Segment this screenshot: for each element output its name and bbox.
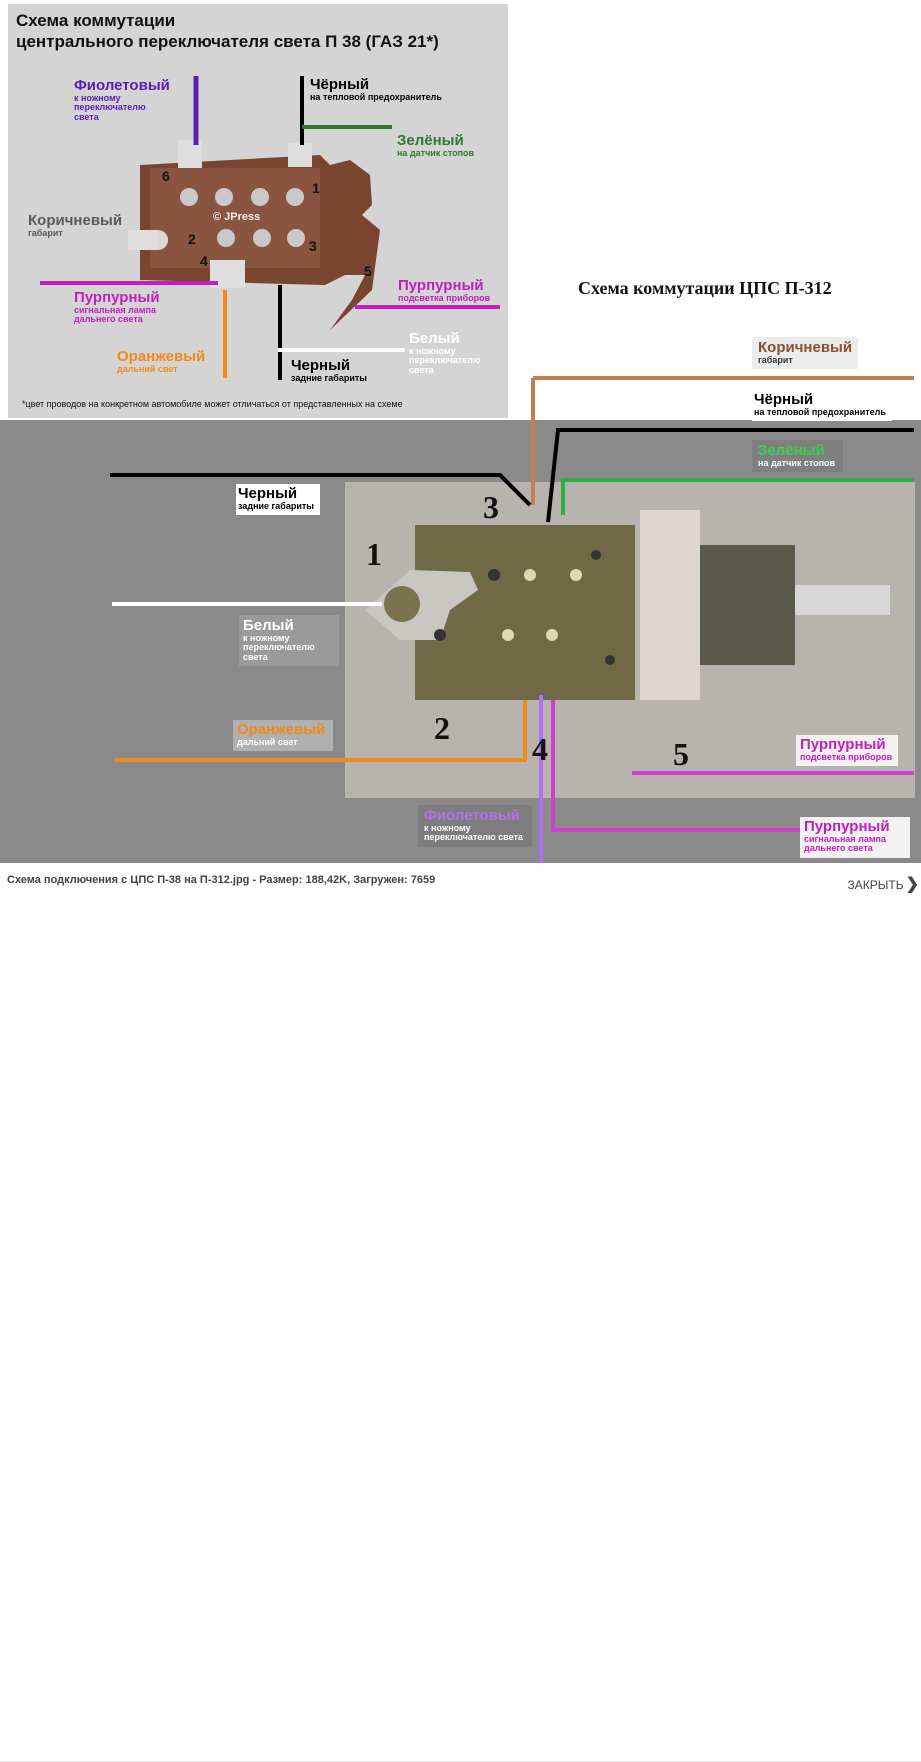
p312-label-brown: Коричневый габарит [752, 337, 859, 370]
image-viewer: Схема коммутации центрального переключат… [0, 4, 921, 863]
label-title: Зелёный [758, 442, 825, 459]
p38-label-white: Белый к ножному переключателю света [409, 331, 499, 375]
label-title: Белый [243, 617, 294, 634]
wire-orange-p312 [115, 700, 527, 762]
p38-terminal-2: 2 [188, 231, 196, 247]
p312-label-green: Зелёный на датчик стопов [752, 440, 844, 473]
label-title: Чёрный [310, 76, 370, 93]
p38-label-purple-panel: Пурпурный подсветка приборов [398, 278, 490, 303]
p38-label-violet: Фиолетовый к ножному переключателю света [74, 78, 170, 122]
image-caption: Схема подключения с ЦПС П-38 на П-312.jp… [7, 874, 436, 886]
label-sub: габарит [758, 354, 793, 365]
label-sub: задние габариты [238, 500, 314, 511]
label-title: Пурпурный [800, 736, 886, 753]
p38-label-purple-signal: Пурпурный сигнальная лампа дальнего свет… [74, 290, 174, 325]
label-sub: на датчик стопов [758, 457, 836, 468]
label-sub: на датчик стопов [397, 147, 475, 158]
label-title: Коричневый [758, 339, 853, 356]
title-line-1: Схема коммутации [16, 11, 176, 30]
label-title: Зелёный [397, 132, 464, 149]
label-sub: подсветка приборов [800, 751, 893, 762]
wire-black-fuse-p312 [546, 428, 914, 523]
p312-label-orange: Оранжевый дальний свет [233, 720, 334, 752]
label-title: Оранжевый [237, 721, 326, 738]
label-sub: к ножному переключателю света [74, 92, 146, 122]
label-sub: к ножному переключателю света [409, 345, 481, 375]
p312-terminal-4: 4 [532, 731, 548, 767]
label-title: Коричневый [28, 212, 123, 229]
viewer-footer [0, 863, 921, 1762]
label-title: Фиолетовый [424, 807, 520, 824]
p312-terminal-5: 5 [673, 736, 689, 772]
label-sub: к ножному переключателю света [243, 632, 315, 662]
label-title: Чёрный [754, 391, 814, 408]
wiring-diagram [40, 76, 914, 863]
p312-label-black-fuse: Чёрный на тепловой предохранитель [752, 390, 892, 422]
label-title: Пурпурный [74, 289, 160, 306]
label-title: Черный [291, 357, 351, 374]
close-button[interactable]: ЗАКРЫТЬ❯ [848, 874, 919, 894]
p312-label-white: Белый к ножному переключателю света [239, 615, 339, 667]
label-sub: к ножному переключателю света [424, 822, 523, 843]
label-title: Пурпурный [804, 818, 890, 835]
label-title: Пурпурный [398, 277, 484, 294]
p312-label-violet: Фиолетовый к ножному переключателю света [418, 805, 532, 847]
label-title: Фиолетовый [74, 77, 170, 94]
p38-terminal-3: 3 [309, 238, 317, 254]
label-title: Оранжевый [117, 348, 206, 365]
label-sub: сигнальная лампа дальнего света [804, 833, 886, 854]
p38-terminal-1: 1 [312, 180, 320, 196]
label-title: Черный [238, 485, 298, 502]
watermark: © JPress [213, 211, 261, 223]
label-sub: на тепловой предохранитель [310, 91, 442, 102]
p38-label-black-fuse: Чёрный на тепловой предохранитель [310, 77, 442, 102]
label-sub: дальний свет [237, 736, 298, 747]
p312-label-black-rear: Черный задние габариты [236, 484, 320, 516]
p38-terminal-6: 6 [162, 168, 170, 184]
switch-p312-body [365, 510, 890, 700]
label-sub: габарит [28, 227, 63, 238]
p312-terminal-3: 3 [483, 489, 499, 525]
p312-label-purple-panel: Пурпурный подсветка приборов [796, 735, 899, 767]
chevron-right-icon: ❯ [905, 876, 919, 893]
wire-black-rear-p312 [110, 473, 532, 507]
wire-purple-signal-p312 [551, 700, 800, 832]
p38-terminal-4: 4 [200, 253, 208, 269]
p312-label-purple-signal: Пурпурный сигнальная лампа дальнего свет… [800, 817, 910, 858]
p312-terminal-1: 1 [366, 536, 382, 572]
label-sub: задние габариты [291, 372, 367, 383]
wire-green-p312 [561, 478, 914, 515]
p312-terminal-2: 2 [434, 710, 450, 746]
p38-label-green: Зелёный на датчик стопов [397, 133, 474, 158]
label-sub: подсветка приборов [398, 292, 491, 303]
color-note: *цвет проводов на конкретном автомобиле … [22, 399, 403, 409]
label-sub: сигнальная лампа дальнего света [74, 304, 156, 325]
title-line-2: центрального переключателя света П 38 (Г… [16, 32, 439, 52]
p38-label-brown: Коричневый габарит [28, 213, 122, 238]
label-title: Белый [409, 330, 460, 347]
diagram-p312-title: Схема коммутации ЦПС П-312 [578, 278, 832, 298]
close-label: ЗАКРЫТЬ [847, 878, 904, 892]
p38-label-black-rear: Черный задние габариты [291, 358, 367, 383]
switch-p38-body [128, 140, 380, 330]
label-sub: дальний свет [117, 363, 178, 374]
p38-label-orange: Оранжевый дальний свет [117, 349, 205, 374]
p38-terminal-5: 5 [364, 263, 372, 279]
diagram-p38-title: Схема коммутации центрального переключат… [16, 10, 439, 53]
label-sub: на тепловой предохранитель [754, 406, 886, 417]
